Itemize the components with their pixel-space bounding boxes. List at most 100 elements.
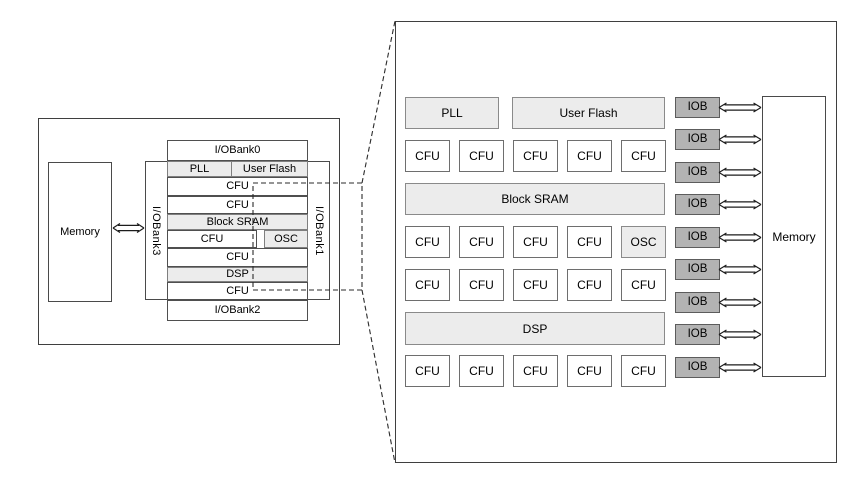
zoom-lens-lower-line xyxy=(361,289,396,464)
right-cfu-box: CFU xyxy=(621,269,666,301)
right-cfu-label: CFU xyxy=(631,149,656,163)
right-cfu-box: CFU xyxy=(459,140,504,172)
right-cfu-label: CFU xyxy=(523,278,548,292)
right-memory-box: Memory xyxy=(762,96,826,377)
left-pll-block: PLL xyxy=(167,161,232,177)
right-cfu-box: CFU xyxy=(459,226,504,258)
left-osc-label: OSC xyxy=(274,232,298,245)
left-cfu-row-1: CFU xyxy=(167,177,308,196)
right-cfu-label: CFU xyxy=(469,278,494,292)
right-cfu-label: CFU xyxy=(577,149,602,163)
right-iob-label: IOB xyxy=(687,262,708,275)
right-iob-label: IOB xyxy=(687,360,708,373)
left-iobank0-bar: I/OBank0 xyxy=(167,140,308,161)
right-cfu-label: CFU xyxy=(415,149,440,163)
left-iobank1-strip: I/OBank1 xyxy=(308,161,330,300)
left-cfu-row-3: CFU xyxy=(167,230,257,248)
right-iob-box-5: IOB xyxy=(675,227,720,248)
right-iob-label: IOB xyxy=(687,327,708,340)
left-cfu-row-5: CFU xyxy=(167,282,308,300)
right-cfu-box: CFU xyxy=(621,355,666,387)
right-block-sram-block: Block SRAM xyxy=(405,183,665,215)
left-cfu-row-2: CFU xyxy=(167,196,308,214)
left-pll-label: PLL xyxy=(189,162,210,175)
right-cfu-label: CFU xyxy=(469,235,494,249)
left-cfu-label: CFU xyxy=(200,232,224,245)
left-block-sram-block: Block SRAM xyxy=(167,214,308,230)
left-memory-label: Memory xyxy=(60,225,100,238)
right-block-sram-label: Block SRAM xyxy=(501,192,569,206)
right-cfu-label: CFU xyxy=(577,278,602,292)
right-iob-box-4: IOB xyxy=(675,194,720,215)
left-iobank0-label: I/OBank0 xyxy=(214,144,261,156)
right-iob-box-8: IOB xyxy=(675,324,720,345)
right-cfu-box: CFU xyxy=(567,140,612,172)
right-cfu-box: CFU xyxy=(405,140,450,172)
right-dsp-block: DSP xyxy=(405,312,665,345)
right-iob-label: IOB xyxy=(687,165,708,178)
right-cfu-box: CFU xyxy=(567,226,612,258)
left-block-sram-label: Block SRAM xyxy=(206,215,269,228)
left-iobank3-label: I/OBank3 xyxy=(150,205,162,256)
right-iob-box-2: IOB xyxy=(675,129,720,150)
right-iob-box-6: IOB xyxy=(675,259,720,280)
right-iob-label: IOB xyxy=(687,197,708,210)
right-cfu-label: CFU xyxy=(415,278,440,292)
left-cfu-row-4: CFU xyxy=(167,248,308,267)
right-cfu-label: CFU xyxy=(469,364,494,378)
right-cfu-label: CFU xyxy=(523,235,548,249)
right-cfu-label: CFU xyxy=(469,149,494,163)
left-iobank1-label: I/OBank1 xyxy=(313,205,325,256)
right-osc-label: OSC xyxy=(630,235,657,249)
right-cfu-label: CFU xyxy=(415,235,440,249)
right-cfu-label: CFU xyxy=(631,364,656,378)
left-user-flash-label: User Flash xyxy=(242,162,297,175)
right-iob-box-1: IOB xyxy=(675,97,720,118)
right-cfu-label: CFU xyxy=(577,235,602,249)
left-memory-box: Memory xyxy=(48,162,112,302)
left-dsp-block: DSP xyxy=(167,267,308,282)
left-osc-block: OSC xyxy=(264,230,308,248)
right-cfu-label: CFU xyxy=(631,278,656,292)
right-iob-box-9: IOB xyxy=(675,357,720,378)
right-iob-label: IOB xyxy=(687,132,708,145)
left-cfu-label: CFU xyxy=(226,284,249,297)
right-iob-box-7: IOB xyxy=(675,292,720,313)
right-osc-block: OSC xyxy=(621,226,666,258)
right-cfu-label: CFU xyxy=(415,364,440,378)
right-iob-label: IOB xyxy=(687,295,708,308)
zoom-lens-upper-line xyxy=(361,20,396,184)
right-user-flash-label: User Flash xyxy=(559,106,618,120)
right-iob-label: IOB xyxy=(687,230,708,243)
right-cfu-box: CFU xyxy=(459,355,504,387)
right-detail-outer-box xyxy=(395,21,837,463)
right-cfu-box: CFU xyxy=(567,355,612,387)
left-iobank2-bar: I/OBank2 xyxy=(167,300,308,321)
right-iob-label: IOB xyxy=(687,100,708,113)
right-cfu-box: CFU xyxy=(405,226,450,258)
right-cfu-box: CFU xyxy=(405,355,450,387)
right-cfu-box: CFU xyxy=(513,355,558,387)
right-memory-label: Memory xyxy=(772,229,816,244)
right-dsp-label: DSP xyxy=(522,321,548,336)
right-cfu-box: CFU xyxy=(459,269,504,301)
right-pll-block: PLL xyxy=(405,97,499,129)
right-cfu-box: CFU xyxy=(513,140,558,172)
left-cfu-label: CFU xyxy=(226,180,249,192)
left-cfu-label: CFU xyxy=(226,251,249,263)
left-iobank3-strip: I/OBank3 xyxy=(145,161,167,300)
left-iobank2-label: I/OBank2 xyxy=(214,304,261,316)
right-cfu-box: CFU xyxy=(513,269,558,301)
right-cfu-label: CFU xyxy=(523,149,548,163)
left-user-flash-block: User Flash xyxy=(231,161,308,177)
right-cfu-box: CFU xyxy=(567,269,612,301)
right-user-flash-block: User Flash xyxy=(512,97,665,129)
right-cfu-box: CFU xyxy=(405,269,450,301)
right-iob-box-3: IOB xyxy=(675,162,720,183)
left-cfu-label: CFU xyxy=(226,198,249,211)
right-pll-label: PLL xyxy=(441,106,463,120)
right-cfu-box: CFU xyxy=(513,226,558,258)
right-cfu-box: CFU xyxy=(621,140,666,172)
left-dsp-label: DSP xyxy=(226,268,249,280)
